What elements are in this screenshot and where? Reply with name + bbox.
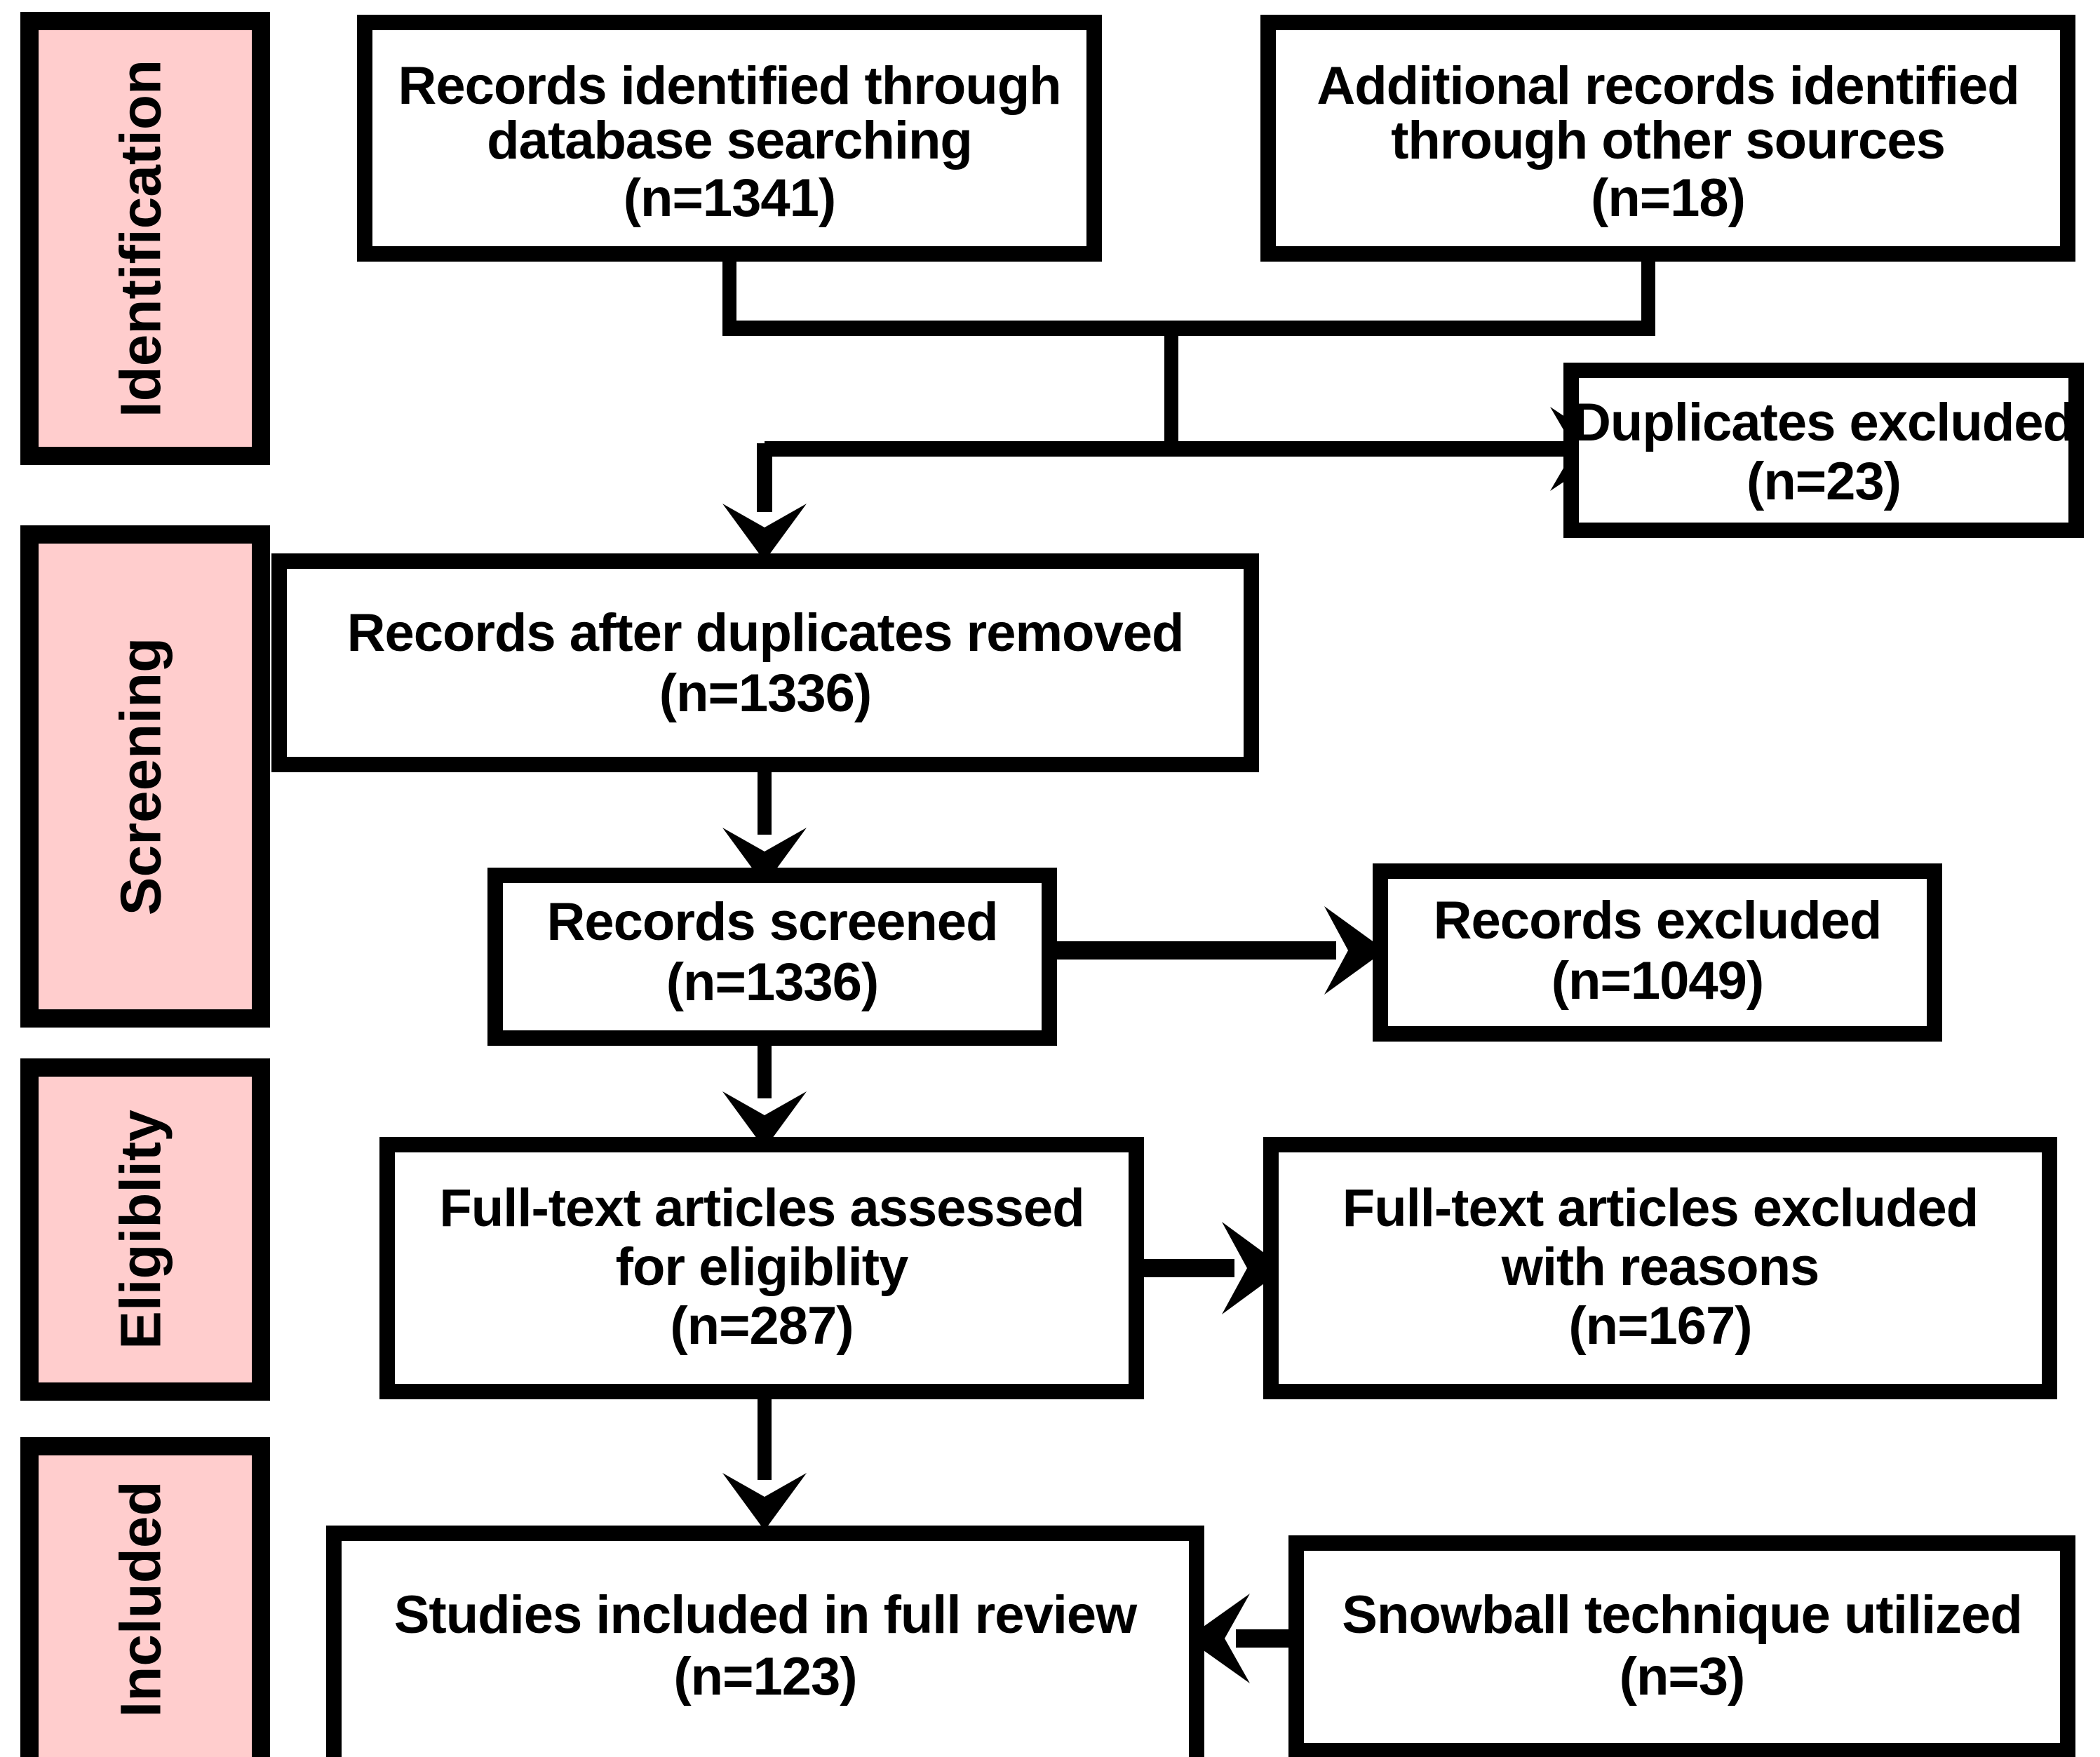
stage-box-included: Included xyxy=(20,1437,270,1757)
stage-label-identification: Identification xyxy=(109,60,173,417)
arrowhead-to-records-screened xyxy=(722,828,807,885)
stage-box-screening: Screening xyxy=(20,525,270,1028)
arrowhead-to-records-excluded xyxy=(1324,906,1385,995)
box-fulltext-excluded-line2: with reasons xyxy=(1501,1237,1819,1297)
box-fulltext-excluded: Full-text articles excluded with reasons… xyxy=(1263,1137,2057,1399)
box-records-identified-database-line1: Records identified through xyxy=(398,56,1061,116)
stage-box-eligibility-rect xyxy=(20,1058,270,1401)
box-studies-included-rect xyxy=(326,1526,1204,1757)
box-duplicates-excluded-line2: (n=23) xyxy=(1746,452,1901,511)
stage-label-eligibility: Eligiblity xyxy=(109,1110,173,1349)
box-records-identified-database-line2: database searching xyxy=(487,111,972,170)
box-records-excluded-line1: Records excluded xyxy=(1434,891,1882,950)
stage-box-eligibility: Eligiblity xyxy=(20,1058,270,1401)
flow-box-layer: Records identified through database sear… xyxy=(271,15,2084,1757)
stage-box-screening-rect xyxy=(20,525,270,1028)
box-records-after-duplicates-removed-rect xyxy=(271,553,1259,772)
box-records-screened-line1: Records screened xyxy=(547,892,998,952)
box-records-screened-rect xyxy=(487,868,1057,1046)
stage-label-included: Included xyxy=(109,1481,173,1717)
box-records-after-duplicates-removed: Records after duplicates removed (n=1336… xyxy=(271,553,1259,772)
box-fulltext-excluded-rect xyxy=(1263,1137,2057,1399)
box-fulltext-assessed: Full-text articles assessed for eligibli… xyxy=(379,1137,1144,1399)
box-records-screened: Records screened (n=1336) xyxy=(487,868,1057,1046)
box-records-after-duplicates-removed-line1: Records after duplicates removed xyxy=(347,603,1184,663)
box-fulltext-assessed-line3: (n=287) xyxy=(670,1296,853,1356)
box-snowball-technique: Snowball technique utilized (n=3) xyxy=(1288,1535,2075,1757)
box-records-after-duplicates-removed-line2: (n=1336) xyxy=(659,664,872,723)
box-additional-records-other-sources-line2: through other sources xyxy=(1391,111,1945,170)
box-duplicates-excluded-line1: Duplicates excluded xyxy=(1573,393,2075,452)
box-records-identified-database-line3: (n=1341) xyxy=(624,168,836,228)
arrowhead-to-fulltext-excluded xyxy=(1222,1222,1285,1314)
stage-box-included-rect xyxy=(20,1437,270,1757)
box-fulltext-excluded-line1: Full-text articles excluded xyxy=(1342,1178,1978,1238)
stage-box-identification: Identification xyxy=(20,12,270,465)
arrowhead-to-fulltext-assessed xyxy=(722,1091,807,1149)
box-fulltext-excluded-line3: (n=167) xyxy=(1568,1296,1751,1356)
box-additional-records-other-sources-line1: Additional records identified xyxy=(1317,56,2019,116)
box-records-excluded: Records excluded (n=1049) xyxy=(1373,863,1942,1042)
box-studies-included: Studies included in full review (n=123) xyxy=(326,1526,1204,1757)
box-studies-included-line1: Studies included in full review xyxy=(394,1585,1138,1645)
stage-column: Identification Screening Eligiblity Incl… xyxy=(20,12,270,1757)
box-records-excluded-line2: (n=1049) xyxy=(1552,951,1764,1011)
box-records-identified-database-rect xyxy=(357,15,1102,262)
box-fulltext-assessed-line1: Full-text articles assessed xyxy=(439,1178,1084,1238)
box-duplicates-excluded: Duplicates excluded (n=23) xyxy=(1563,363,2084,538)
box-fulltext-assessed-rect xyxy=(379,1137,1144,1399)
box-snowball-technique-line2: (n=3) xyxy=(1620,1647,1745,1706)
box-additional-records-other-sources: Additional records identified through ot… xyxy=(1260,15,2075,262)
box-records-excluded-rect xyxy=(1373,863,1942,1042)
stage-label-screening: Screening xyxy=(109,638,173,915)
box-fulltext-assessed-line2: for eligiblity xyxy=(616,1237,908,1297)
box-records-identified-database: Records identified through database sear… xyxy=(357,15,1102,262)
stage-box-identification-rect xyxy=(20,12,270,465)
box-additional-records-other-sources-line3: (n=18) xyxy=(1591,168,1745,228)
box-snowball-technique-line1: Snowball technique utilized xyxy=(1342,1585,2022,1645)
box-snowball-technique-rect xyxy=(1288,1535,2075,1757)
arrowhead-to-records-after-duplicates xyxy=(722,504,807,561)
arrowhead-to-studies-included-from-snowball xyxy=(1187,1594,1250,1683)
box-records-screened-line2: (n=1336) xyxy=(666,952,879,1012)
box-studies-included-line2: (n=123) xyxy=(673,1647,856,1706)
box-additional-records-other-sources-rect xyxy=(1260,15,2075,262)
box-duplicates-excluded-rect xyxy=(1563,363,2084,538)
arrowhead-to-studies-included xyxy=(722,1473,807,1530)
